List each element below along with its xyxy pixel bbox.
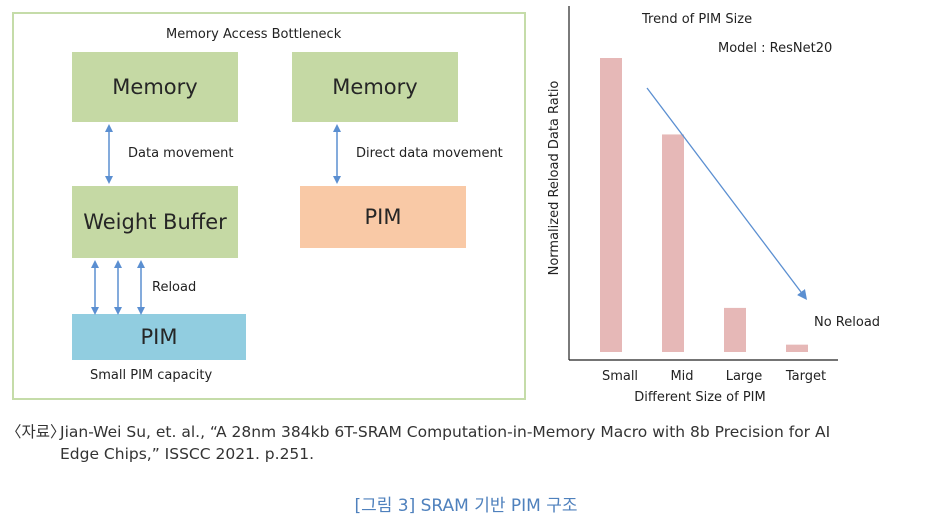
x-tick-small: Small xyxy=(602,369,638,384)
direct-data-movement-label: Direct data movement xyxy=(356,146,503,161)
no-reload-annotation: No Reload xyxy=(814,315,880,330)
reload-label: Reload xyxy=(152,280,197,295)
chart-subtitle: Model : ResNet20 xyxy=(718,41,832,56)
source-citation-line1: Jian-Wei Su, et. al., “A 28nm 384kb 6T-S… xyxy=(60,423,831,441)
bar-small xyxy=(600,58,622,352)
bar-target xyxy=(786,344,808,352)
source-citation-line2: Edge Chips,” ISSCC 2021. p.251. xyxy=(60,445,315,463)
small-pim-capacity-label: Small PIM capacity xyxy=(90,368,213,383)
chart-title: Trend of PIM Size xyxy=(641,12,752,27)
weight-buffer-block: Weight Buffer xyxy=(72,186,238,258)
left-pim-block: PIM xyxy=(72,314,246,360)
diagram-title: Memory Access Bottleneck xyxy=(166,27,342,42)
x-tick-mid: Mid xyxy=(670,369,693,384)
x-axis-label: Different Size of PIM xyxy=(634,390,765,405)
left-memory-block: Memory xyxy=(72,52,238,122)
right-memory-block: Memory xyxy=(292,52,458,122)
x-tick-large: Large xyxy=(726,369,763,384)
bar-large xyxy=(724,307,746,352)
memory-bottleneck-diagram xyxy=(12,12,526,400)
bar-mid xyxy=(662,134,684,352)
x-tick-target: Target xyxy=(785,369,826,384)
data-movement-label: Data movement xyxy=(128,146,234,161)
source-prefix: 〈자료〉 xyxy=(6,423,66,441)
y-axis-label: Normalized Reload Data Ratio xyxy=(547,81,562,276)
right-pim-block: PIM xyxy=(300,186,466,248)
figure-title: [그림 3] SRAM 기반 PIM 구조 xyxy=(354,496,578,516)
trend-arrow xyxy=(646,87,808,300)
